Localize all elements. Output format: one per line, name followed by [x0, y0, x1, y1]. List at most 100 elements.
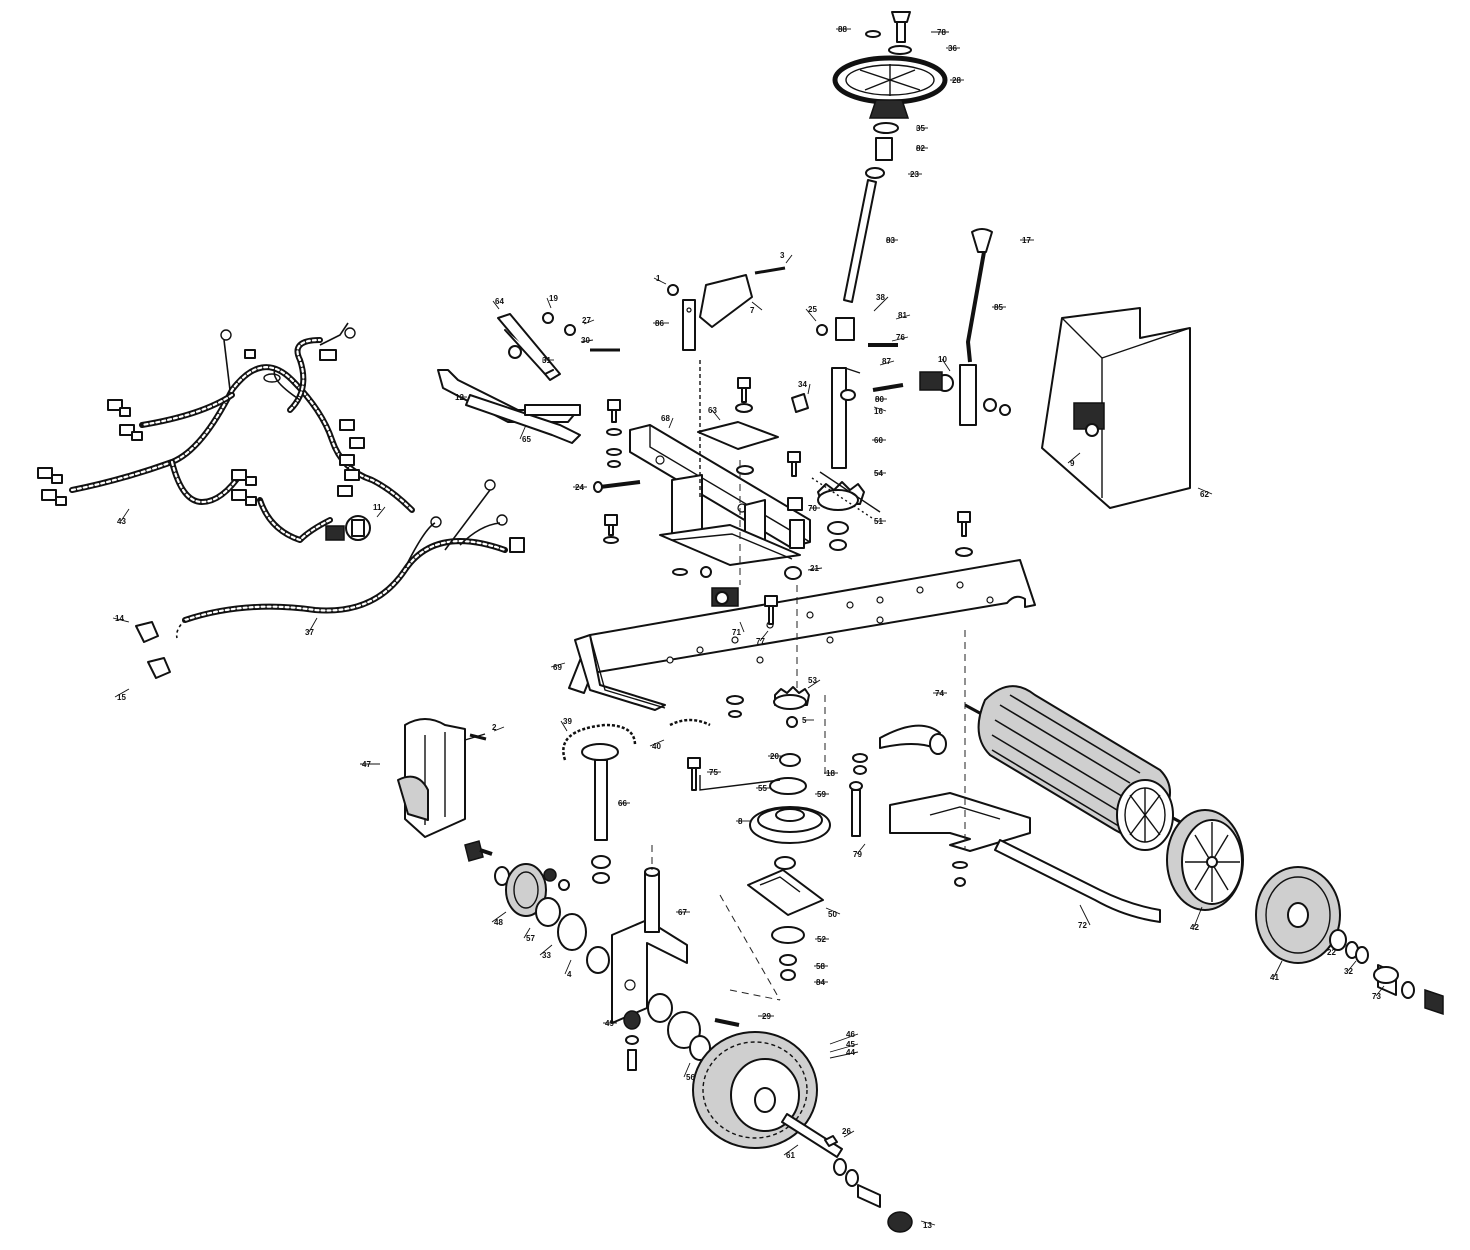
- callout-leader: [829, 1033, 859, 1045]
- steering-bushing: [875, 137, 893, 161]
- callout-leader: [879, 360, 895, 366]
- callout-leader: [843, 1130, 855, 1138]
- steering-washer: [888, 45, 912, 55]
- callout-label: 48: [494, 918, 503, 927]
- callout-label: 21: [810, 564, 819, 573]
- callout-label: 38: [876, 293, 885, 302]
- mount-plate: [697, 421, 779, 450]
- callout-label: 2: [492, 723, 497, 732]
- callout-label: 79: [853, 850, 862, 859]
- callout-leader: [805, 308, 817, 322]
- callout-leader: [1197, 487, 1213, 495]
- side-panel: [1041, 307, 1191, 509]
- callout-leader: [941, 358, 951, 372]
- steering-nut: [891, 11, 911, 23]
- callout-label: 68: [661, 414, 670, 423]
- callout-label: 20: [770, 752, 779, 761]
- callout-label: 1: [656, 274, 661, 283]
- wire-terminal-upper: [135, 621, 159, 643]
- left-gear-stack: [464, 840, 610, 974]
- steering-shaft: [843, 179, 877, 303]
- callout-leader: [376, 506, 386, 518]
- callout-label: 81: [898, 311, 907, 320]
- callout-leader: [1324, 943, 1332, 953]
- drive-pulley-stack: [669, 686, 831, 981]
- jackshaft-assembly: [562, 723, 637, 884]
- lever-spring: [919, 371, 943, 391]
- harness-plug: [325, 525, 345, 541]
- callout-label: 40: [652, 742, 661, 751]
- callout-label: 76: [896, 333, 905, 342]
- callout-leader: [649, 739, 665, 747]
- callout-label: 88: [838, 25, 847, 34]
- callout-label: 32: [1344, 967, 1353, 976]
- callout-label: 31: [542, 356, 551, 365]
- callout-label: 22: [1327, 948, 1336, 957]
- axle-mount: [889, 792, 1031, 852]
- callout-label: 24: [575, 483, 584, 492]
- shift-knob: [971, 228, 993, 253]
- hex-bolt: [464, 840, 484, 862]
- callout-leader: [751, 301, 763, 311]
- front-axle-assembly: [849, 724, 1161, 923]
- callout-label: 84: [816, 978, 825, 987]
- callout-leader: [492, 300, 500, 310]
- callout-leader: [653, 277, 667, 285]
- callout-label: 23: [910, 170, 919, 179]
- callout-label: 10: [938, 355, 947, 364]
- callout-leader: [120, 508, 130, 522]
- axle-bolt: [851, 789, 861, 837]
- callout-leader: [550, 662, 566, 668]
- callout-leader: [783, 1144, 799, 1156]
- callout-leader: [580, 339, 594, 343]
- callout-leader: [873, 296, 889, 312]
- callout-label: 86: [655, 319, 664, 328]
- callout-label: 25: [808, 305, 817, 314]
- callout-label: 43: [117, 517, 126, 526]
- callout-label: 74: [935, 689, 944, 698]
- callout-label: 26: [842, 1127, 851, 1136]
- steering-hub: [868, 99, 910, 119]
- callout-leader: [1375, 985, 1385, 997]
- callout-leader: [807, 679, 821, 689]
- callout-leader: [1067, 452, 1081, 464]
- callout-label: 9: [1070, 459, 1075, 468]
- callout-label: 34: [798, 380, 807, 389]
- front-axle-bar: [781, 1113, 843, 1158]
- callout-label: 45: [846, 1040, 855, 1049]
- callout-leader: [564, 959, 572, 975]
- pedal-linkage: [437, 266, 786, 444]
- callout-label: 7: [750, 306, 755, 315]
- steering-assembly: [811, 11, 948, 551]
- main-wiring-harness: [37, 322, 415, 543]
- right-wheel-outer: [1255, 866, 1341, 964]
- callout-label: 3: [780, 251, 785, 260]
- callout-label: 49: [605, 1019, 614, 1028]
- callout-label: 66: [618, 799, 627, 808]
- callout-label: 59: [817, 790, 826, 799]
- callout-label: 19: [549, 294, 558, 303]
- callout-label: 42: [1190, 923, 1199, 932]
- callout-label: 41: [1270, 973, 1279, 982]
- lower-shaft: [831, 367, 847, 469]
- chassis-top: [568, 559, 1036, 694]
- callout-label: 72: [1078, 921, 1087, 930]
- brake-bolt: [754, 266, 786, 275]
- callout-leader: [668, 417, 674, 429]
- callout-label: 56: [686, 1073, 695, 1082]
- callout-label: 33: [542, 951, 551, 960]
- mount-frame: [629, 421, 811, 580]
- callout-leader: [759, 630, 769, 642]
- callout-label: 55: [758, 784, 767, 793]
- callout-leader: [539, 944, 553, 956]
- callout-leader: [1193, 906, 1203, 928]
- callout-label: 52: [817, 935, 826, 944]
- callout-leader: [546, 297, 552, 309]
- idler-bracket: [747, 869, 824, 916]
- shaft-collar: [865, 167, 885, 179]
- callout-leader: [920, 1220, 936, 1226]
- callout-label: 65: [522, 435, 531, 444]
- front-left-wheel: [692, 1031, 818, 1149]
- hub-washer: [873, 122, 899, 134]
- callout-label: 44: [846, 1048, 855, 1057]
